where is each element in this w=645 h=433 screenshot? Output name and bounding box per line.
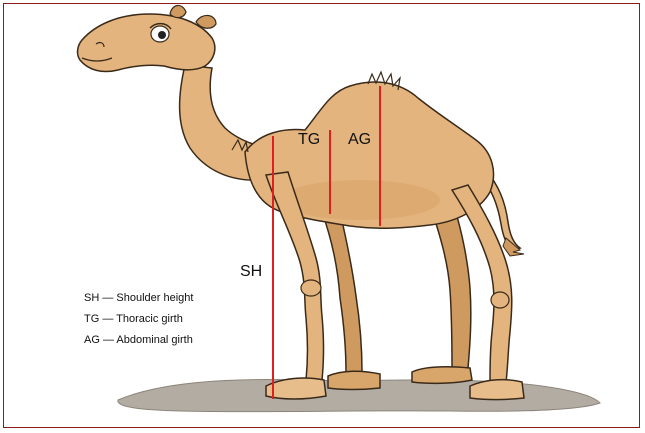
far-hind-foot xyxy=(412,367,472,384)
hind-hock xyxy=(491,292,509,308)
legend-item-ag: AG — Abdominal girth xyxy=(84,330,193,351)
far-front-leg xyxy=(322,212,362,372)
near-hind-foot xyxy=(470,380,524,400)
far-hind-leg xyxy=(430,205,471,368)
legend: SH — Shoulder height TG — Thoracic girth… xyxy=(84,288,193,351)
ag-label: AG xyxy=(348,131,371,149)
camel-ear-left xyxy=(170,5,186,17)
far-front-foot xyxy=(328,371,380,389)
camel-pupil xyxy=(158,31,166,39)
front-knee xyxy=(301,280,321,296)
legend-item-sh: SH — Shoulder height xyxy=(84,288,193,309)
sh-label: SH xyxy=(240,263,262,281)
legend-item-tg: TG — Thoracic girth xyxy=(84,309,193,330)
tg-label: TG xyxy=(298,131,320,149)
belly-shading xyxy=(280,180,440,220)
